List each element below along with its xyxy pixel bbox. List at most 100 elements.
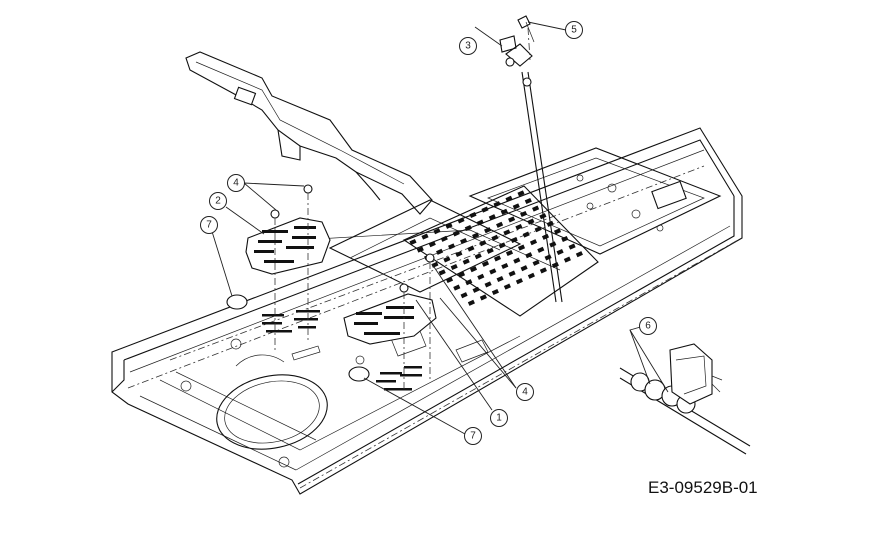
grid-hole (532, 205, 540, 212)
grid-hole (433, 228, 441, 235)
support-arm (185, 51, 433, 215)
grid-hole (496, 275, 504, 283)
grid-hole (481, 260, 490, 267)
grid-hole (491, 288, 499, 296)
callout-label: 3 (465, 41, 471, 52)
cover-plate-center (343, 253, 437, 392)
grid-hole (524, 197, 532, 205)
grid-hole (561, 235, 569, 243)
grid-hole (556, 248, 564, 256)
floor-slots-left (262, 310, 320, 333)
grid-hole (505, 249, 514, 257)
cable-grommets (619, 343, 751, 455)
grid-hole (539, 267, 547, 274)
grid-hole (462, 258, 470, 265)
callout-7-upper[interactable]: 7 (200, 216, 218, 234)
grid-hole (457, 271, 466, 278)
grid-hole (472, 286, 480, 293)
grid-hole (481, 206, 489, 213)
grid-hole (476, 219, 484, 226)
grid-plate (402, 185, 599, 317)
grid-hole (472, 232, 480, 239)
grid-hole (520, 265, 528, 272)
grid-hole (440, 235, 448, 242)
grid-hole (496, 221, 504, 228)
callout-label: 7 (470, 431, 476, 442)
grid-hole (527, 272, 535, 279)
grid-hole (484, 281, 492, 288)
grid-hole (460, 292, 468, 299)
grid-hole (479, 240, 487, 247)
callout-6[interactable]: 6 (639, 317, 657, 335)
grid-hole (493, 201, 501, 208)
grid-hole (445, 222, 453, 229)
grid-hole (448, 243, 456, 250)
grid-hole (479, 294, 487, 301)
grid-hole (467, 245, 475, 252)
callout-label: 7 (206, 220, 212, 231)
callout-4-lower[interactable]: 4 (516, 383, 534, 401)
grid-hole (438, 269, 446, 276)
grid-hole (455, 250, 463, 258)
grid-hole (421, 233, 429, 240)
grid-hole (453, 284, 461, 291)
grid-hole (457, 217, 465, 224)
plug-upper (226, 294, 248, 310)
callout-2[interactable]: 2 (209, 192, 227, 210)
floor-slots-right (376, 366, 422, 391)
grid-hole (467, 299, 475, 306)
grid-hole (452, 230, 460, 237)
callout-label: 1 (496, 413, 502, 424)
grid-hole (549, 241, 557, 248)
callout-label: 4 (522, 387, 528, 398)
grid-hole (489, 268, 497, 275)
grid-hole (517, 190, 525, 197)
callout-5[interactable]: 5 (565, 21, 583, 39)
callout-1[interactable]: 1 (490, 409, 508, 427)
grid-hole (486, 247, 494, 254)
grid-hole (515, 278, 523, 285)
grid-hole (491, 234, 499, 241)
grid-hole (493, 255, 502, 262)
grid-hole (469, 266, 478, 273)
grid-hole (527, 218, 535, 225)
grid-hole (484, 227, 492, 234)
grid-hole (500, 208, 508, 215)
plug-lower (348, 366, 370, 382)
grid-hole (428, 241, 436, 248)
grid-hole (501, 262, 509, 270)
control-rod-assembly (499, 15, 563, 303)
grid-hole (568, 243, 576, 250)
callout-3[interactable]: 3 (459, 37, 477, 55)
grid-hole (508, 270, 516, 277)
grid-hole (553, 228, 562, 235)
grid-hole (534, 226, 542, 233)
grid-hole (551, 261, 559, 269)
drawing-code: E3-09529B-01 (648, 478, 758, 497)
grid-hole (532, 259, 540, 266)
callout-4-upper[interactable]: 4 (227, 174, 245, 192)
grid-hole (498, 242, 506, 249)
grid-hole (465, 279, 473, 286)
grid-hole (522, 231, 530, 238)
grid-hole (469, 211, 477, 219)
grid-hole (525, 252, 533, 259)
cover-plate-left (245, 184, 331, 352)
callout-label: 4 (233, 178, 239, 189)
callout-label: 6 (645, 321, 651, 332)
callout-7-lower[interactable]: 7 (464, 427, 482, 445)
grid-hole (503, 283, 511, 290)
grid-hole (477, 273, 485, 280)
grid-hole (515, 223, 523, 231)
grid-hole (510, 236, 518, 244)
grid-hole (513, 257, 521, 264)
grid-hole (443, 256, 451, 263)
grid-hole (409, 238, 417, 246)
grid-hole (445, 276, 454, 284)
grid-hole (460, 237, 468, 245)
grid-hole (488, 214, 496, 221)
callout-label: 2 (215, 196, 221, 207)
grid-hole (474, 253, 482, 260)
grid-hole (541, 233, 550, 240)
